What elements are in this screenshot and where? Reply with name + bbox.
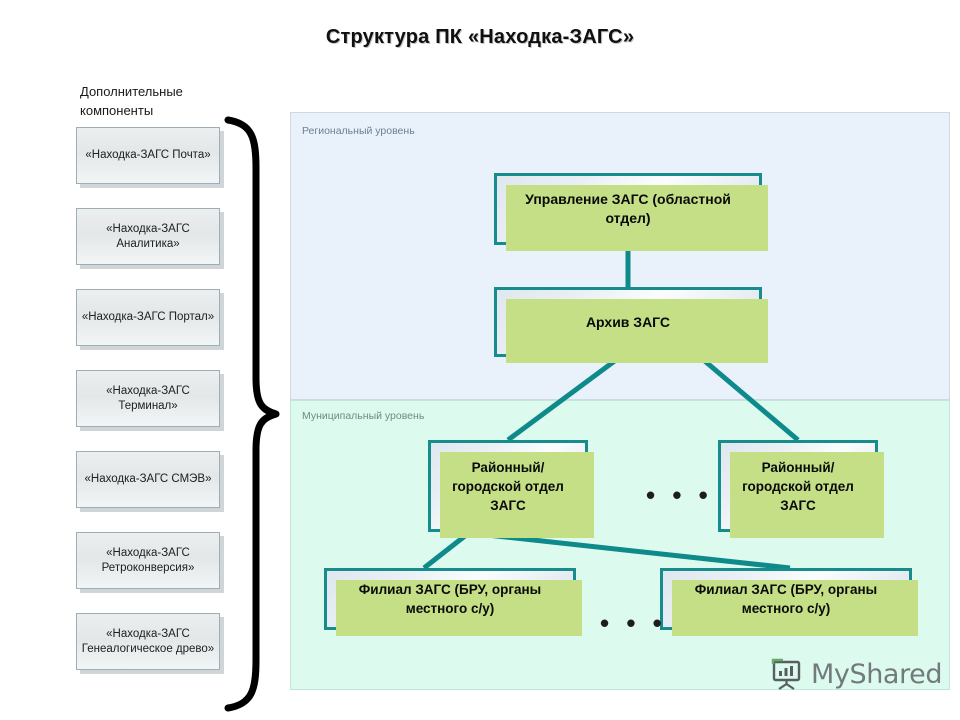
sidebar-item-analitika[interactable]: «Находка-ЗАГС Аналитика»	[76, 208, 220, 265]
sidebar-item-retrokonversiya[interactable]: «Находка-ЗАГС Ретроконверсия»	[76, 532, 220, 589]
sidebar-item-smev[interactable]: «Находка-ЗАГС СМЭВ»	[76, 451, 220, 508]
node-label: Районный/ городской отдел ЗАГС	[742, 459, 854, 513]
sidebar-item-label: «Находка-ЗАГС Аналитика»	[106, 222, 190, 250]
sidebar-component-list: «Находка-ЗАГС Почта» «Находка-ЗАГС Анали…	[76, 127, 228, 694]
sidebar-item-portal[interactable]: «Находка-ЗАГС Портал»	[76, 289, 220, 346]
sidebar-item-label: «Находка-ЗАГС Портал»	[81, 311, 215, 323]
sidebar-item-pochta[interactable]: «Находка-ЗАГС Почта»	[76, 127, 220, 184]
sidebar-item-label: «Находка-ЗАГС Генеалогическое древо»	[81, 627, 215, 655]
node-filial-zags-1[interactable]: Филиал ЗАГС (БРУ, органы местного с/у)	[324, 568, 582, 636]
node-label: Районный/ городской отдел ЗАГС	[452, 459, 564, 513]
sidebar-item-genealogicheskoe-drevo[interactable]: «Находка-ЗАГС Генеалогическое древо»	[76, 613, 220, 670]
sidebar-item-label: «Находка-ЗАГС СМЭВ»	[84, 473, 212, 485]
presentation-easel-icon	[771, 658, 801, 690]
node-label: Архив ЗАГС	[585, 313, 671, 330]
node-label: Управление ЗАГС (областной отдел)	[525, 191, 731, 226]
node-filial-zags-2[interactable]: Филиал ЗАГС (БРУ, органы местного с/у)	[660, 568, 918, 636]
watermark-text: MyShared	[811, 658, 943, 690]
node-label: Филиал ЗАГС (БРУ, органы местного с/у)	[694, 582, 878, 616]
ellipsis-between-rayon-nodes: • • •	[646, 480, 713, 510]
ellipsis-between-filial-nodes: • • •	[600, 608, 667, 638]
sidebar-heading: Дополнительные компоненты	[80, 84, 183, 118]
node-arhiv-zags[interactable]: Архив ЗАГС	[494, 287, 768, 363]
watermark: MyShared	[770, 652, 943, 696]
node-label: Филиал ЗАГС (БРУ, органы местного с/у)	[358, 582, 542, 616]
sidebar-item-label: «Находка-ЗАГС Терминал»	[106, 384, 190, 412]
node-rayonnyy-gorodskoy-otdel-2[interactable]: Районный/ городской отдел ЗАГС	[718, 440, 884, 538]
sidebar-item-label: «Находка-ЗАГС Ретроконверсия»	[101, 546, 195, 574]
sidebar-item-terminal[interactable]: «Находка-ЗАГС Терминал»	[76, 370, 220, 427]
node-upravlenie-zags[interactable]: Управление ЗАГС (областной отдел)	[494, 173, 768, 251]
node-rayonnyy-gorodskoy-otdel-1[interactable]: Районный/ городской отдел ЗАГС	[428, 440, 594, 538]
sidebar-item-label: «Находка-ЗАГС Почта»	[85, 149, 211, 161]
curly-brace-icon	[224, 116, 280, 712]
regional-level-label: Региональный уровень	[302, 125, 415, 137]
municipal-level-label: Муниципальный уровень	[302, 410, 425, 422]
page-title: Структура ПК «Находка-ЗАГС»	[325, 26, 635, 48]
